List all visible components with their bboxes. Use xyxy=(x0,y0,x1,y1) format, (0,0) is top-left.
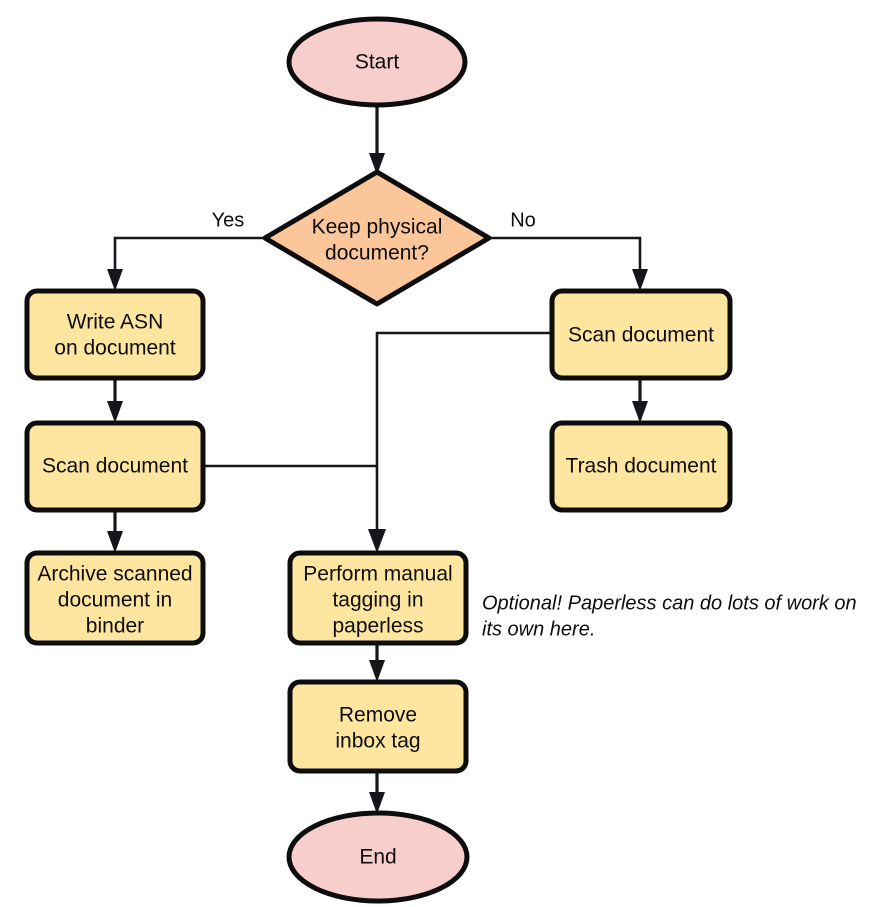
edge-decision-to-scan-right: No xyxy=(491,209,648,291)
arrow-head-icon xyxy=(107,531,123,553)
node-end[interactable]: End xyxy=(286,810,470,904)
node-archive-label-line2: document in xyxy=(58,589,172,612)
node-scan-document-left[interactable]: Scan document xyxy=(24,420,206,513)
edge-label-yes: Yes xyxy=(212,209,245,231)
arrow-head-icon xyxy=(632,401,648,423)
edge-tagging-to-remove-inbox xyxy=(369,643,385,682)
node-remove-inbox-tag[interactable]: Remove inbox tag xyxy=(287,679,469,774)
edge-label-no: No xyxy=(510,209,536,231)
arrow-head-icon xyxy=(107,401,123,423)
node-decision-keep-physical-document[interactable]: Keep physical document? xyxy=(262,169,492,307)
arrow-head-icon xyxy=(369,153,385,175)
node-remove-inbox-label-line1: Remove xyxy=(339,704,417,727)
node-scan-document-right-label: Scan document xyxy=(568,324,714,347)
node-write-asn-label-line2: on document xyxy=(54,337,176,360)
node-scan-document-right[interactable]: Scan document xyxy=(549,288,733,381)
edge-start-to-decision xyxy=(369,103,385,175)
arrow-head-icon xyxy=(368,529,386,553)
node-archive-label-line3: binder xyxy=(86,615,144,638)
node-start-label: Start xyxy=(355,51,400,74)
node-perform-manual-tagging[interactable]: Perform manual tagging in paperless xyxy=(287,550,469,646)
node-trash-document-label: Trash document xyxy=(566,455,717,478)
edge-write-asn-to-scan-left xyxy=(107,378,123,423)
node-decision-label-line2: document? xyxy=(325,242,429,265)
edge-scan-right-to-tagging xyxy=(375,331,552,541)
node-decision-label-line1: Keep physical xyxy=(312,216,443,239)
node-tagging-label-line2: tagging in xyxy=(332,589,423,612)
node-archive-label-line1: Archive scanned xyxy=(37,563,192,586)
node-write-asn-label-line1: Write ASN xyxy=(67,311,163,334)
arrow-head-icon xyxy=(369,660,385,682)
edge-scan-left-to-archive xyxy=(107,510,123,553)
node-trash-document[interactable]: Trash document xyxy=(549,420,733,513)
node-start[interactable]: Start xyxy=(286,16,468,108)
arrow-head-icon xyxy=(632,269,648,291)
node-tagging-label-line3: paperless xyxy=(332,615,423,638)
annotation-line1: Optional! Paperless can do lots of work … xyxy=(482,592,857,614)
arrow-head-icon xyxy=(369,792,385,814)
node-tagging-label-line1: Perform manual xyxy=(303,563,452,586)
node-scan-document-left-label: Scan document xyxy=(42,455,188,478)
edge-scan-right-to-trash xyxy=(632,378,648,423)
edge-scan-left-to-tagging xyxy=(203,464,386,553)
node-write-asn[interactable]: Write ASN on document xyxy=(24,288,206,381)
edge-remove-inbox-to-end xyxy=(369,771,385,814)
node-remove-inbox-label-line2: inbox tag xyxy=(335,730,420,753)
node-end-label: End xyxy=(359,846,396,869)
annotation-line2: its own here. xyxy=(482,618,595,640)
node-archive-scanned-document[interactable]: Archive scanned document in binder xyxy=(24,550,206,646)
arrow-head-icon xyxy=(107,269,123,291)
annotation-optional-note: Optional! Paperless can do lots of work … xyxy=(482,592,857,640)
edge-decision-to-write-asn: Yes xyxy=(107,209,263,291)
